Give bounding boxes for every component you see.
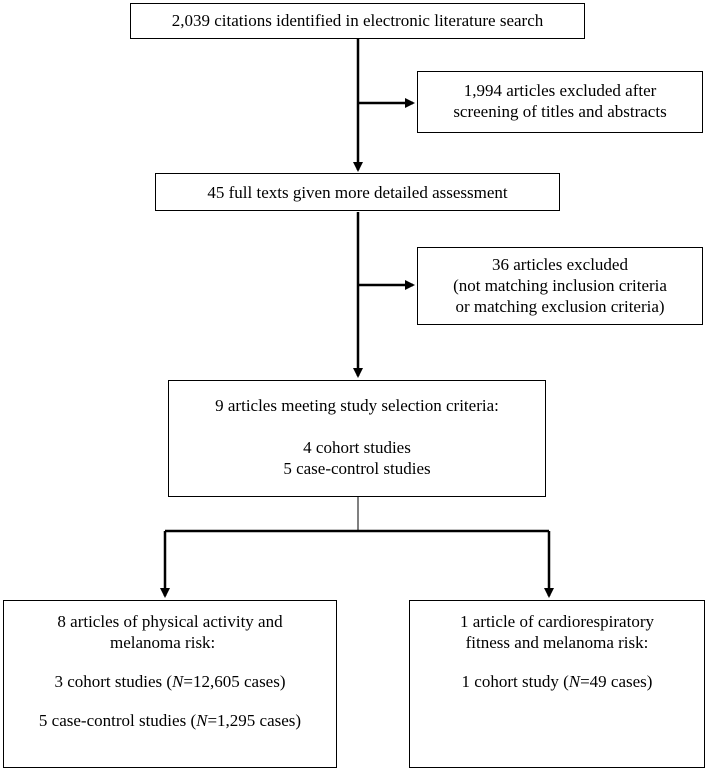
selected-line1: 9 articles meeting study selection crite… — [215, 396, 499, 415]
selected-line3: 5 case-control studies — [283, 459, 431, 478]
full-texts-box: 45 full texts given more detailed assess… — [155, 173, 560, 211]
physical-activity-line1: 8 articles of physical activity and — [57, 612, 283, 631]
identified-text: 2,039 citations identified in electronic… — [171, 11, 544, 30]
excluded-criteria-line3: or matching exclusion criteria) — [455, 297, 665, 316]
physical-activity-box: 8 articles of physical activity and mela… — [3, 600, 337, 768]
excluded-criteria-box: 36 articles excluded (not matching inclu… — [417, 247, 703, 325]
physical-activity-line2: melanoma risk: — [110, 633, 216, 652]
selected-box: 9 articles meeting study selection crite… — [168, 380, 546, 497]
excluded-screening-line2: screening of titles and abstracts — [453, 102, 667, 121]
cardio-line1: 1 article of cardiorespiratory — [460, 612, 654, 631]
physical-activity-cohort: 3 cohort studies (N=12,605 cases) — [54, 672, 286, 691]
excluded-screening-box: 1,994 articles excluded after screening … — [417, 71, 703, 133]
full-texts-text: 45 full texts given more detailed assess… — [207, 183, 508, 202]
selected-line2: 4 cohort studies — [303, 438, 411, 457]
excluded-criteria-line2: (not matching inclusion criteria — [453, 276, 667, 295]
excluded-screening-line1: 1,994 articles excluded after — [463, 81, 657, 100]
cardio-line2: fitness and melanoma risk: — [465, 633, 649, 652]
cardio-box: 1 article of cardiorespiratory fitness a… — [409, 600, 705, 768]
cardio-cohort: 1 cohort study (N=49 cases) — [461, 672, 653, 691]
physical-activity-case-control: 5 case-control studies (N=1,295 cases) — [38, 711, 302, 730]
excluded-criteria-line1: 36 articles excluded — [492, 255, 628, 274]
identified-box: 2,039 citations identified in electronic… — [130, 3, 585, 39]
